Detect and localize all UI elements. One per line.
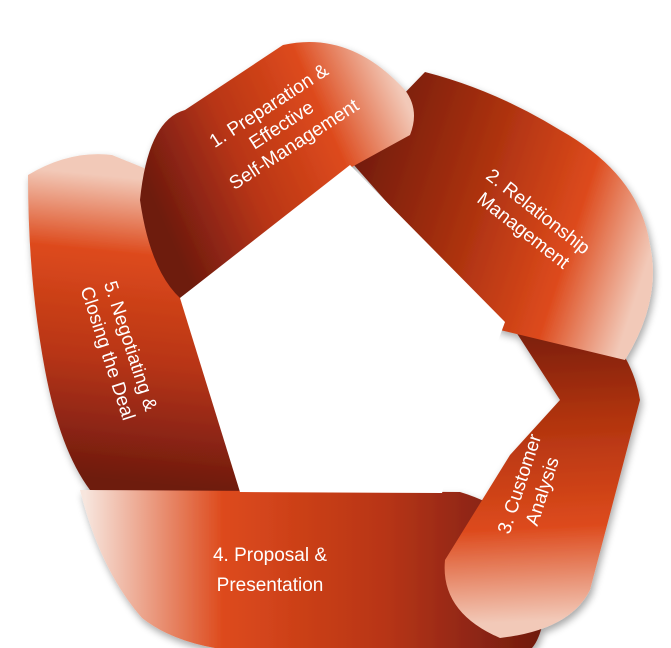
segment-1-band: [140, 42, 414, 298]
center-pentagon: [180, 165, 505, 493]
segment-4-band: [80, 490, 548, 648]
segment-3-band: [444, 306, 640, 638]
segment-4-label: 4. Proposal & Presentation: [213, 545, 327, 596]
segment-4-line-2: Presentation: [217, 575, 324, 596]
segment-4-line-1: 4. Proposal &: [213, 545, 327, 566]
segment-2-band: [345, 72, 653, 360]
